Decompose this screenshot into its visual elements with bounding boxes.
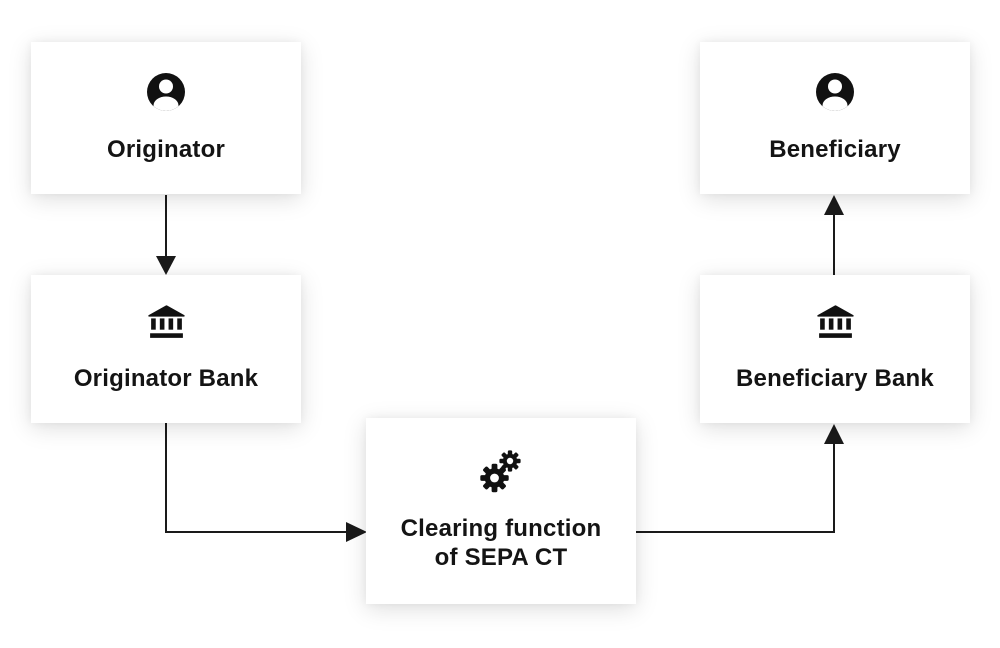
arrowhead-down-icon	[156, 256, 176, 275]
person-icon	[146, 72, 186, 112]
node-label: Clearing function of SEPA CT	[401, 515, 602, 573]
node-label: Beneficiary	[769, 135, 901, 163]
node-label-line-1: Clearing function	[400, 515, 602, 543]
node-beneficiary: Beneficiary	[700, 42, 970, 194]
edge-clearing-to-beneficiary-bank	[636, 444, 835, 533]
node-beneficiary-bank: Beneficiary Bank	[700, 275, 970, 423]
arrowhead-up-icon	[824, 195, 844, 215]
arrowhead-right-icon	[346, 522, 367, 542]
person-icon	[815, 72, 855, 112]
arrowhead-up-icon	[824, 424, 844, 444]
bank-icon	[146, 304, 187, 341]
node-clearing-function: Clearing function of SEPA CT	[366, 418, 636, 604]
bank-icon	[815, 304, 856, 341]
edge-originator-bank-to-clearing	[165, 423, 346, 533]
node-label-line-2: of SEPA CT	[434, 544, 568, 571]
node-label: Originator	[106, 135, 225, 163]
gears-icon	[479, 449, 524, 493]
node-originator: Originator	[31, 42, 301, 194]
node-originator-bank: Originator Bank	[31, 275, 301, 423]
node-label: Originator Bank	[73, 365, 259, 393]
node-label: Beneficiary Bank	[736, 365, 934, 393]
